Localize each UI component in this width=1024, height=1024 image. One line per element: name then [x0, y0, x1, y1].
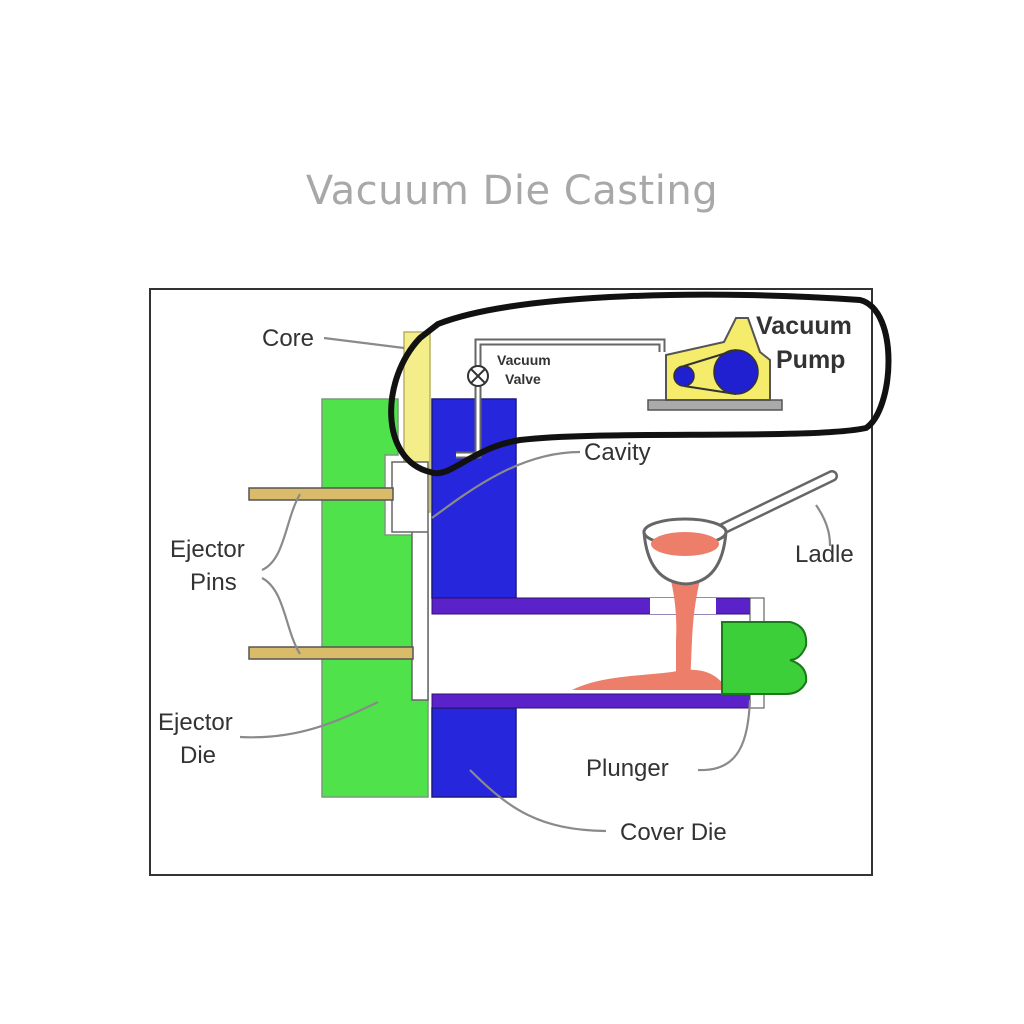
cavity	[391, 461, 429, 701]
core-label: Core	[262, 325, 314, 352]
cavity-leader	[431, 450, 581, 519]
vacuum-valve-label-line2: Valve	[505, 371, 541, 387]
vacuum-pump	[647, 317, 783, 411]
vacuum-valve	[467, 365, 489, 387]
cavity-label: Cavity	[584, 439, 651, 466]
plunger	[721, 621, 808, 695]
ladle	[642, 470, 838, 586]
ejector-die-label-line1: Ejector	[158, 709, 233, 736]
cover-die-leader	[469, 769, 607, 833]
vacuum-valve-label-line1: Vacuum	[497, 352, 551, 368]
ejector-die-label-line2: Die	[180, 742, 216, 769]
cover-die-label: Cover Die	[620, 819, 727, 846]
ejector-pin-top	[248, 487, 394, 501]
ejector-die-leader	[239, 701, 379, 739]
ejector-pins-leader	[261, 493, 301, 655]
plunger-leader	[697, 699, 752, 772]
ladle-leader	[815, 504, 832, 547]
vacuum-pump-label-line1: Vacuum	[756, 312, 852, 340]
core-leader	[323, 336, 405, 350]
plunger-label: Plunger	[586, 755, 669, 782]
vacuum-system-highlight	[388, 291, 892, 477]
ejector-pins-label-line1: Ejector	[170, 536, 245, 563]
ejector-pins-label-line2: Pins	[190, 569, 237, 596]
ladle-label: Ladle	[795, 541, 854, 568]
shot-sleeve-bottom	[431, 693, 763, 709]
vacuum-pump-label-line2: Pump	[776, 346, 845, 374]
page-title: Vacuum Die Casting	[305, 168, 719, 214]
ejector-pin-bottom	[248, 646, 414, 660]
